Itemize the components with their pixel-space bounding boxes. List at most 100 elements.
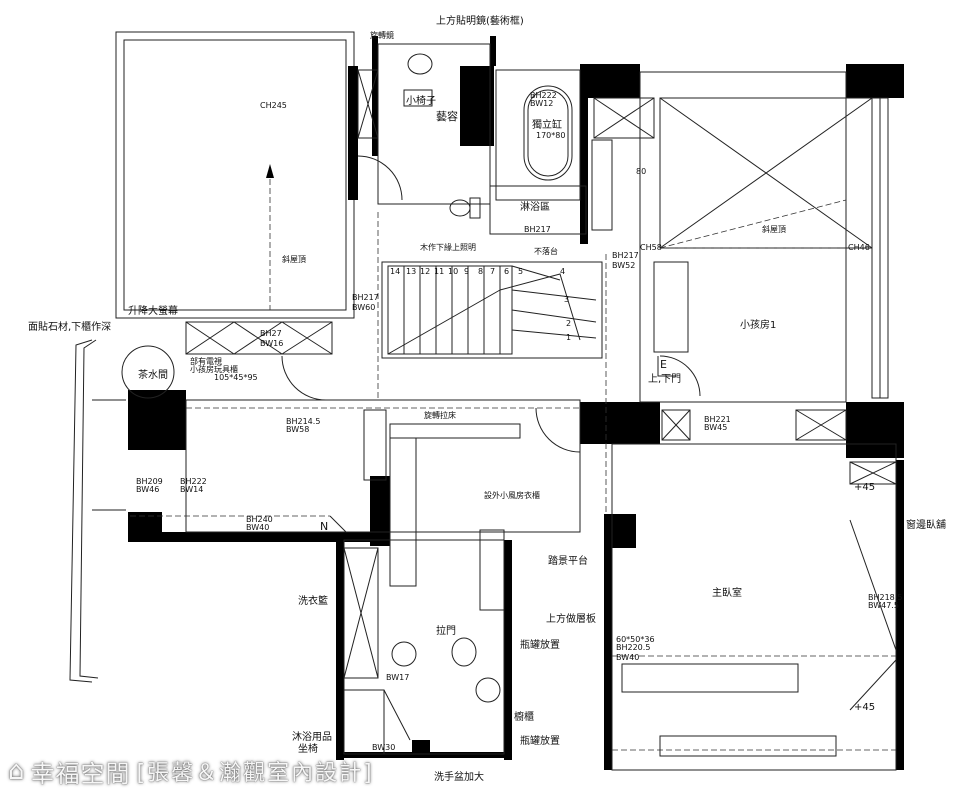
label-rotating-mirror: 旋轉鏡 [370,30,394,40]
label-sink-raised: 洗手盆加大 [434,770,484,783]
label-shower: 淋浴區 [520,200,550,213]
label-stool: 坐椅 [298,742,318,755]
toilet2-icon [391,641,417,667]
label-cabinet-note: 部有電視 [190,356,222,366]
stair-number: 8 [478,267,483,276]
label-bw475: BW47.5 [868,601,899,610]
label-bottle-shelf1: 瓶罐放置 [520,638,560,651]
stair-number: 9 [464,267,469,276]
label-bh2205: BH220.5 [616,643,650,652]
stair-number: 3 [564,295,569,304]
label-num80: 80 [636,167,646,176]
brand-name: 幸福空間 [30,759,131,788]
stair-number: 11 [434,267,444,276]
house-logo-icon: ⌂ [8,756,25,786]
label-bw40-b: BW40 [616,653,639,662]
stair-number: 7 [490,267,495,276]
label-bw45: BW45 [704,423,727,432]
label-bh217-c: BH217 [352,293,379,302]
label-plus45-top: +45 [854,482,875,493]
label-bh240: BH240 [246,515,273,524]
label-size-606036: 60*50*36 [616,635,655,644]
label-slope-roof-left: 斜屋頂 [282,254,306,264]
label-bh222: BH222 [530,91,557,100]
dashed-guides [130,199,896,751]
wardrobe-hatch [363,261,837,757]
stair-number: 12 [420,267,430,276]
stair-number: 4 [560,267,565,276]
label-bw52: BW52 [612,261,635,270]
label-bw14: BW14 [180,485,203,494]
label-upper-loft: 上方做層板 [546,612,596,625]
label-viewing-platform: 踏景平台 [548,554,588,567]
toilet-icon [449,199,471,217]
label-master-bedroom: 主臥室 [712,586,742,599]
label-small-kid-room: 小孩房1 [740,318,776,331]
stair-number: 2 [566,319,571,328]
label-slope-roof-right: 斜屋頂 [762,224,786,234]
label-cabinet: 櫥櫃 [514,710,534,723]
label-bw16: BW16 [260,339,283,348]
label-bw12: BW12 [530,99,553,108]
label-ch46: CH46 [848,243,870,252]
label-bh209: BH209 [136,477,163,486]
label-small-chair: 小椅子 [406,94,436,107]
label-bw60: BW60 [352,303,375,312]
label-spin-bed: 旋轉拉床 [424,410,456,420]
watermark: ⌂ 幸福空間 [張馨＆瀚觀室內設計] [8,756,374,788]
stair-number: 10 [448,267,458,276]
label-laundry: 洗衣籃 [298,594,328,607]
sink-icon [407,53,433,75]
label-mirror: 上方貼明鏡(藝術框) [436,14,524,27]
label-outer-frame: 設外小風房衣櫃 [484,490,540,500]
label-window-bed: 窗邊臥舖 [906,518,946,531]
label-vanity: 藝容 [436,109,458,123]
label-bh221: BH221 [704,415,731,424]
stair-number: 14 [390,267,400,276]
designer-name: [張馨＆瀚觀室內設計] [136,761,374,786]
label-lift-screen: 升降大螢幕 [128,304,178,317]
label-bw46: BW46 [136,485,159,494]
stair-number: 5 [518,267,523,276]
label-bw17: BW17 [386,673,409,682]
cabinet-x-boxes [185,69,897,711]
bathtub-icon [523,85,573,181]
label-ch245: CH245 [260,101,287,110]
label-bathtub: 獨立缸 [532,118,562,131]
stair-numbers: 14 13 12 11 10 9 8 7 6 5 4 3 2 1 [390,267,571,342]
label-bath-items: 沐浴用品 [292,730,332,743]
label-cabinet-note2: 小孩房玩具櫃 [190,364,238,374]
stair-number: 13 [406,267,416,276]
label-east: E [660,358,667,371]
walls [128,36,904,770]
toilet3-icon [451,637,477,667]
door-swings [281,155,701,453]
label-north: N [320,520,328,533]
staircase [381,261,603,359]
label-bh217-a: BH217 [524,225,551,234]
label-cabinet-size: 105*45*95 [214,373,258,382]
label-counter: 不落台 [534,246,558,256]
label-bh27: BH27 [260,329,282,338]
label-bottle-shelf2: 瓶罐放置 [520,734,560,747]
room-outlines [185,43,897,771]
label-bw58: BW58 [286,425,309,434]
label-bathtub-size: 170*80 [536,131,565,140]
stair-number: 1 [566,333,571,342]
label-bh2145: BH214.5 [286,417,320,426]
label-woodstep: 木作下緣上照明 [420,242,476,252]
label-bw40: BW40 [246,523,269,532]
label-sliding-door: 拉門 [436,624,456,637]
label-bh217-b: BH217 [612,251,639,260]
label-bh2185: BH218.5 [868,593,902,602]
label-tea-room: 茶水間 [138,368,168,381]
stair-number: 6 [504,267,509,276]
up-arrow-icon [266,164,274,178]
terrace-outline [69,31,355,683]
label-up-door: 上,下門 [648,373,681,385]
label-stone: 面貼石材,下櫃作深 [28,320,111,333]
label-plus45-bot: +45 [854,702,875,713]
label-bw30: BW30 [372,743,395,752]
label-ch58: CH58 [640,243,662,252]
